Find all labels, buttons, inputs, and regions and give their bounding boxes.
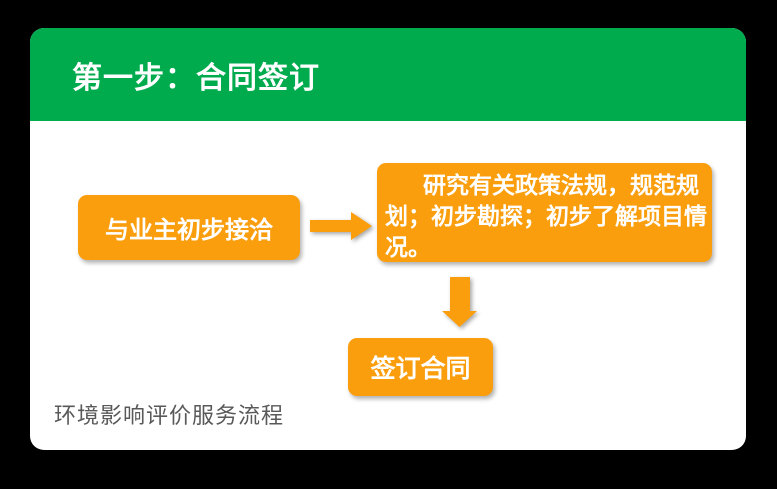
right-arrow-icon — [310, 212, 372, 240]
down-arrow-icon — [442, 277, 477, 327]
flow-box-initial-contact-label: 与业主初步接洽 — [105, 217, 273, 244]
slide-header: 第一步：合同签订 — [30, 28, 746, 121]
research-line: 划；初步勘探；初步了解项目情 — [385, 203, 707, 229]
research-line: 况。 — [385, 234, 431, 260]
process-caption: 环境影响评价服务流程 — [54, 403, 285, 428]
flow-box-initial-contact: 与业主初步接洽 — [78, 195, 300, 260]
research-line: 研究有关政策法规，规范规 — [423, 172, 699, 198]
flow-box-sign-contract: 签订合同 — [348, 338, 493, 396]
slide-card: 第一步：合同签订 与业主初步接洽 研究有关政策法规，规范规 划；初步勘探；初步了… — [30, 28, 746, 450]
step-title: 第一步：合同签订 — [72, 61, 320, 95]
flow-box-research-policy: 研究有关政策法规，规范规 划；初步勘探；初步了解项目情 况。 — [377, 163, 712, 262]
flow-box-sign-contract-label: 签订合同 — [370, 355, 471, 383]
flow-box-research-policy-text: 研究有关政策法规，规范规 划；初步勘探；初步了解项目情 况。 — [377, 163, 712, 263]
